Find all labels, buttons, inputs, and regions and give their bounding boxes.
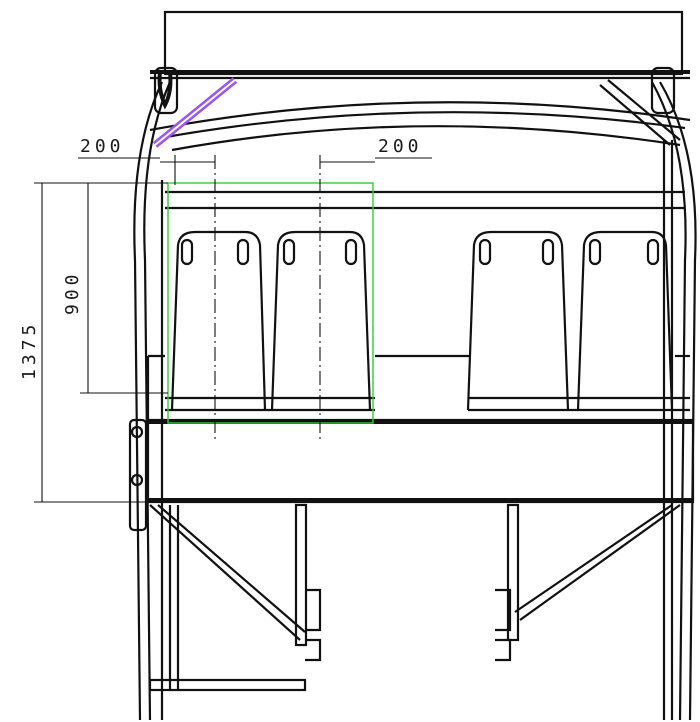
left-pillar bbox=[128, 66, 179, 721]
undercarriage bbox=[148, 503, 681, 692]
seat-right-inner bbox=[466, 230, 570, 411]
dimension-200-right: 200 bbox=[320, 136, 432, 163]
floor-deck bbox=[146, 418, 695, 504]
centerlines bbox=[174, 155, 321, 440]
dimension-text-200-right: 200 bbox=[378, 136, 423, 157]
seat-right-outer bbox=[576, 230, 674, 411]
seat-left-outer bbox=[170, 230, 267, 411]
roof-hoop bbox=[149, 101, 691, 152]
dimension-text-1375: 1375 bbox=[19, 321, 40, 380]
right-pillar bbox=[599, 66, 697, 721]
backrest-rail bbox=[146, 190, 690, 420]
dimension-200-left: 200 bbox=[78, 136, 215, 163]
dimension-text-200-left: 200 bbox=[80, 136, 125, 157]
seat-cushions bbox=[165, 396, 690, 412]
roof-panel bbox=[150, 10, 690, 80]
dimension-900: 900 bbox=[62, 182, 168, 394]
diagonal-bar bbox=[152, 77, 238, 148]
dimension-text-900: 900 bbox=[62, 270, 83, 315]
seat-left-inner bbox=[270, 230, 372, 411]
dimension-1375: 1375 bbox=[19, 182, 148, 503]
seat-envelope-box bbox=[167, 182, 374, 424]
